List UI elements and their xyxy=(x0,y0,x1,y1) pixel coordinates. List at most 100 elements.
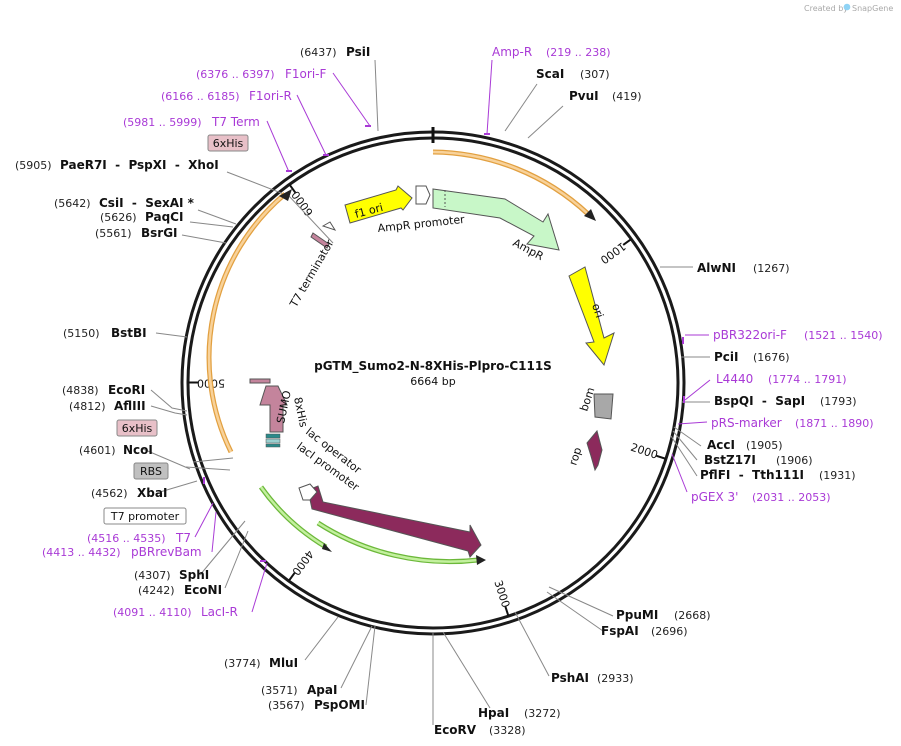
label-8xhis: 8xHis xyxy=(291,396,310,429)
enzyme-pos: (2668) xyxy=(674,609,711,622)
feature-ampr xyxy=(432,188,560,251)
enzyme-pos: (4838) xyxy=(62,384,99,397)
boxed-label-6xhis-top: 6xHis xyxy=(213,137,244,150)
enzyme-name: PvuI xyxy=(569,89,599,103)
primer-range: (6166 .. 6185) xyxy=(161,90,240,103)
enzyme-name: PaeR7I - PspXI - XhoI xyxy=(60,158,219,172)
feature-ampr-promoter xyxy=(415,185,431,205)
primer-range: (5981 .. 5999) xyxy=(123,116,202,129)
primer-name: pRS-marker xyxy=(711,416,782,430)
enzyme-name: AflIII xyxy=(114,399,146,413)
feature-ori xyxy=(568,266,615,367)
enzyme-name: EcoRV xyxy=(434,723,477,737)
enzyme-name: SphI xyxy=(179,568,209,582)
enzyme-name: PpuMI xyxy=(616,608,658,622)
enzyme-pos: (3328) xyxy=(489,724,526,737)
enzyme-name: FspAI xyxy=(601,624,639,638)
enzyme-pos: (4242) xyxy=(138,584,175,597)
primer-range: (1871 .. 1890) xyxy=(795,417,874,430)
tick-mark xyxy=(504,606,510,617)
feature-bom xyxy=(593,393,614,420)
enzyme-name: PshAI xyxy=(551,671,589,685)
primer-name: F1ori-F xyxy=(285,67,326,81)
tick-mark xyxy=(288,183,297,194)
enzyme-pos: (5561) xyxy=(95,227,132,240)
primer-name: L4440 xyxy=(716,372,753,386)
primer-name: LacI-R xyxy=(201,605,238,619)
enzyme-pos: (5626) xyxy=(100,211,137,224)
feature-f1-ori xyxy=(344,185,413,224)
enzyme-pos: (4812) xyxy=(69,400,106,413)
enzyme-pos: (5642) xyxy=(54,197,91,210)
enzyme-name: HpaI xyxy=(478,706,509,720)
enzyme-name: PflFI - Tth111I xyxy=(700,468,804,482)
enzyme-name: EcoRI xyxy=(108,383,145,397)
primer-name: pBRrevBam xyxy=(131,545,202,559)
label-t7-terminator: T7 terminator xyxy=(287,237,337,310)
tick-label: 3000 xyxy=(491,579,512,610)
boxed-label-6xhis-top-box xyxy=(207,134,249,152)
primer-labels: Amp-R (219 .. 238) (6376 .. 6397) F1ori-… xyxy=(42,45,883,619)
label-ampr-promoter: AmpR promoter xyxy=(377,213,466,235)
enzyme-name: PspOMI xyxy=(314,698,365,712)
enzyme-name: ScaI xyxy=(536,67,564,81)
feature-8xhis xyxy=(249,378,271,384)
orf-arc-sumo-head xyxy=(279,189,292,201)
enzyme-name: NcoI xyxy=(123,443,153,457)
enzyme-name: PaqCI xyxy=(145,210,183,224)
tick-label: 1000 xyxy=(598,239,628,266)
enzyme-pos: (1905) xyxy=(746,439,783,452)
primer-leader-lines xyxy=(194,59,711,613)
enzyme-pos: (1267) xyxy=(753,262,790,275)
boxed-label-6xhis-bottom: 6xHis xyxy=(122,422,153,435)
enzyme-leader-lines xyxy=(142,59,710,725)
primer-arrow-marks xyxy=(203,125,685,562)
tick-label: 6000 xyxy=(289,188,316,218)
enzyme-name: EcoNI xyxy=(184,583,222,597)
plasmid-size: 6664 bp xyxy=(410,375,455,388)
enzyme-pos: (3272) xyxy=(524,707,561,720)
enzyme-pos: (5905) xyxy=(15,159,52,172)
enzyme-name: XbaI xyxy=(137,486,167,500)
feature-sumo xyxy=(259,385,288,433)
enzyme-labels: (6437) PsiI ScaI (307) PvuI (419) (5905)… xyxy=(15,45,857,737)
primer-range: (6376 .. 6397) xyxy=(196,68,275,81)
primer-range: (4516 .. 4535) xyxy=(87,532,166,545)
feature-laci xyxy=(307,485,482,558)
enzyme-name: BstZ17I xyxy=(704,453,756,467)
enzyme-name: AccI xyxy=(707,438,735,452)
label-laci: lacI xyxy=(374,530,395,546)
enzyme-pos: (2933) xyxy=(597,672,634,685)
plasmid-name: pGTM_Sumo2-N-8XHis-Plpro-C111S xyxy=(314,359,552,374)
tick-label: 2000 xyxy=(629,441,660,462)
enzyme-pos: (3571) xyxy=(261,684,298,697)
enzyme-name: AlwNI xyxy=(697,261,736,275)
tick-mark xyxy=(622,238,632,246)
boxed-label-t7-promoter-box xyxy=(103,507,187,525)
enzyme-pos: (5150) xyxy=(63,327,100,340)
boxed-label-rbs-box xyxy=(133,462,169,480)
primer-name: Amp-R xyxy=(492,45,532,59)
boxed-label-t7-promoter: T7 promoter xyxy=(110,510,180,523)
enzyme-pos: (307) xyxy=(580,68,610,81)
feature-t7-terminator xyxy=(310,232,330,249)
primer-range: (4091 .. 4110) xyxy=(113,606,192,619)
primer-name: pGEX 3' xyxy=(691,490,738,504)
tick-mark xyxy=(656,454,667,460)
enzyme-pos: (1793) xyxy=(820,395,857,408)
boxed-label-rbs: RBS xyxy=(140,465,162,478)
primer-name: T7 xyxy=(175,531,191,545)
feature-rop xyxy=(586,429,603,472)
primer-name: T7 Term xyxy=(211,115,260,129)
primer-name: pBR322ori-F xyxy=(713,328,787,342)
enzyme-pos: (4307) xyxy=(134,569,171,582)
enzyme-pos: (3567) xyxy=(268,699,305,712)
enzyme-name: MluI xyxy=(269,656,298,670)
primer-name: F1ori-R xyxy=(249,89,292,103)
enzyme-pos: (3774) xyxy=(224,657,261,670)
enzyme-name: BstBI xyxy=(111,326,147,340)
feature-tag-1 xyxy=(265,433,281,439)
tick-mark xyxy=(287,572,296,582)
enzyme-name: PsiI xyxy=(346,45,370,59)
